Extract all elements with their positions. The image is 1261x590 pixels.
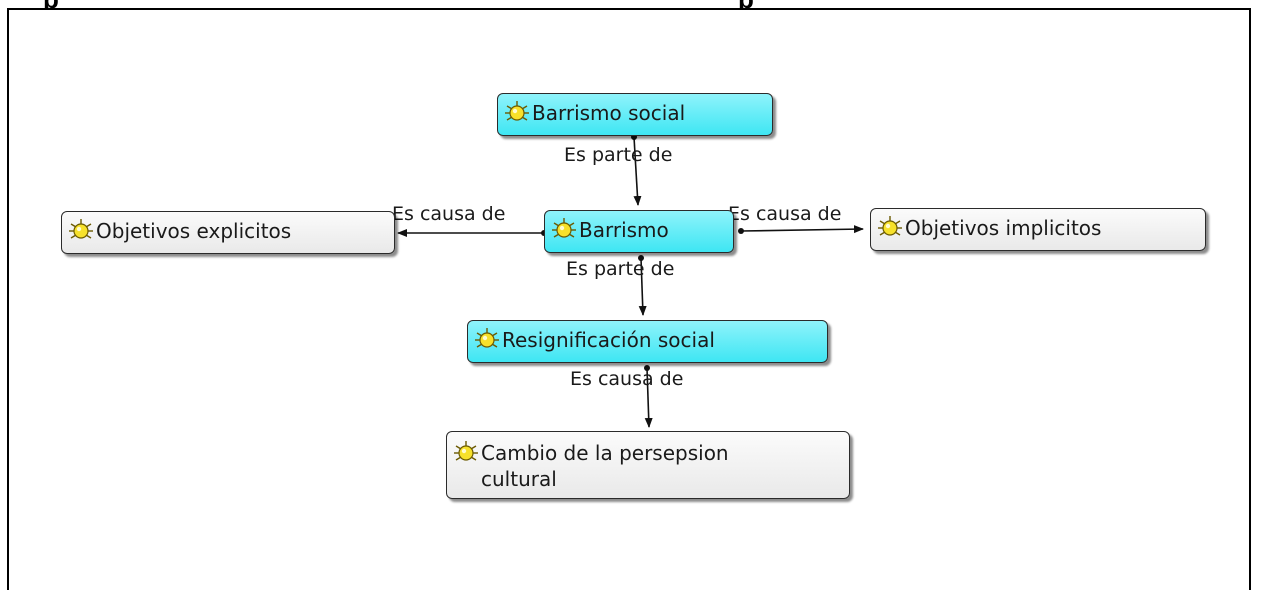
node-label: Cambio de la persepsion cultural	[481, 441, 729, 491]
node-label: Objetivos implicitos	[905, 216, 1102, 240]
edge-label-social-to-barrismo: Es parte de	[564, 144, 673, 166]
heading-fragment-1: p	[43, 0, 59, 8]
node-objetivos-explicitos[interactable]: Objetivos explicitos	[61, 211, 395, 254]
node-label: Resignificación social	[502, 328, 715, 352]
concept-bulb-icon	[505, 101, 529, 121]
edge-label-resignificacion-to-cambio: Es causa de	[570, 368, 684, 390]
heading-fragment-2: p	[738, 0, 754, 8]
edge-label-barrismo-to-resignificacion: Es parte de	[566, 258, 675, 280]
edge-label-barrismo-to-explicitos: Es causa de	[392, 203, 506, 225]
clipped-heading: p p	[0, 0, 1261, 8]
concept-bulb-icon	[878, 216, 902, 236]
concept-bulb-icon	[454, 441, 478, 461]
node-cambio-persepsion-cultural[interactable]: Cambio de la persepsion cultural	[446, 431, 850, 499]
edge-barrismo-to-explicitos	[397, 229, 547, 237]
node-label: Barrismo social	[532, 101, 686, 125]
edge-resignificacion-to-cambio	[644, 365, 653, 428]
node-label: Objetivos explicitos	[96, 219, 292, 243]
concept-bulb-icon	[69, 219, 93, 239]
concept-bulb-icon	[552, 218, 576, 238]
node-resignificacion-social[interactable]: Resignificación social	[467, 320, 828, 363]
edge-barrismo-to-resignificacion	[638, 255, 647, 316]
node-label: Barrismo	[579, 218, 669, 242]
node-barrismo[interactable]: Barrismo	[544, 210, 734, 253]
node-barrismo-social[interactable]: Barrismo social	[497, 93, 773, 136]
concept-bulb-icon	[475, 328, 499, 348]
edge-barrismo-to-implicitos	[738, 225, 864, 234]
diagram-frame	[7, 8, 1251, 590]
node-objetivos-implicitos[interactable]: Objetivos implicitos	[870, 208, 1206, 251]
edge-label-barrismo-to-implicitos: Es causa de	[728, 203, 842, 225]
